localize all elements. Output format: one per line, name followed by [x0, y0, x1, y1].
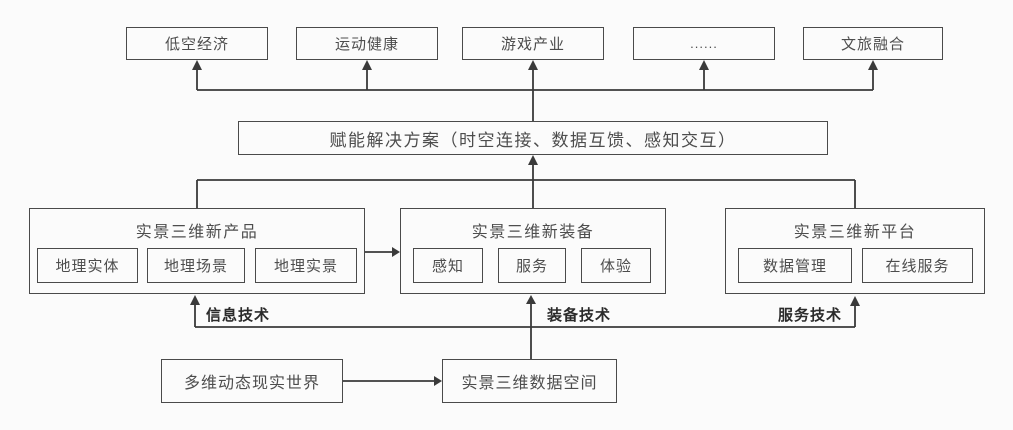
- more-applications-box: ......: [633, 27, 775, 60]
- products-group-title: 实景三维新产品: [135, 224, 259, 241]
- gaming-industry-box: 游戏产业: [462, 27, 604, 60]
- culture-tourism-box: 文旅融合: [803, 27, 943, 60]
- equipment-tech-label: 装备技术: [547, 307, 612, 324]
- service-tech-label: 服务技术: [778, 307, 843, 324]
- experience-box: 体验: [581, 248, 651, 283]
- info-tech-label: 信息技术: [206, 307, 271, 324]
- geo-reality-box: 地理实景: [255, 248, 357, 283]
- products-to-equipment-arrow: [365, 247, 400, 257]
- data-space-box: 实景三维数据空间: [442, 359, 617, 403]
- world-to-dataspace-arrow: [343, 376, 442, 386]
- solution-bar-box: 赋能解决方案（时空连接、数据互馈、感知交互）: [238, 121, 828, 155]
- perception-box: 感知: [413, 248, 483, 283]
- top-fanout-connector: [192, 60, 878, 121]
- online-service-box: 在线服务: [862, 248, 973, 283]
- technology-feed-connector: [190, 295, 860, 359]
- geo-scene-box: 地理场景: [147, 248, 245, 283]
- service-box: 服务: [498, 248, 566, 283]
- solution-merge-connector: [196, 155, 856, 208]
- data-management-box: 数据管理: [738, 248, 852, 283]
- platform-group-title: 实景三维新平台: [793, 224, 917, 241]
- sports-health-box: 运动健康: [296, 27, 438, 60]
- geo-entity-box: 地理实体: [37, 248, 138, 283]
- real-world-box: 多维动态现实世界: [161, 359, 343, 403]
- equipment-group-title: 实景三维新装备: [471, 224, 595, 241]
- low-altitude-economy-box: 低空经济: [126, 27, 268, 60]
